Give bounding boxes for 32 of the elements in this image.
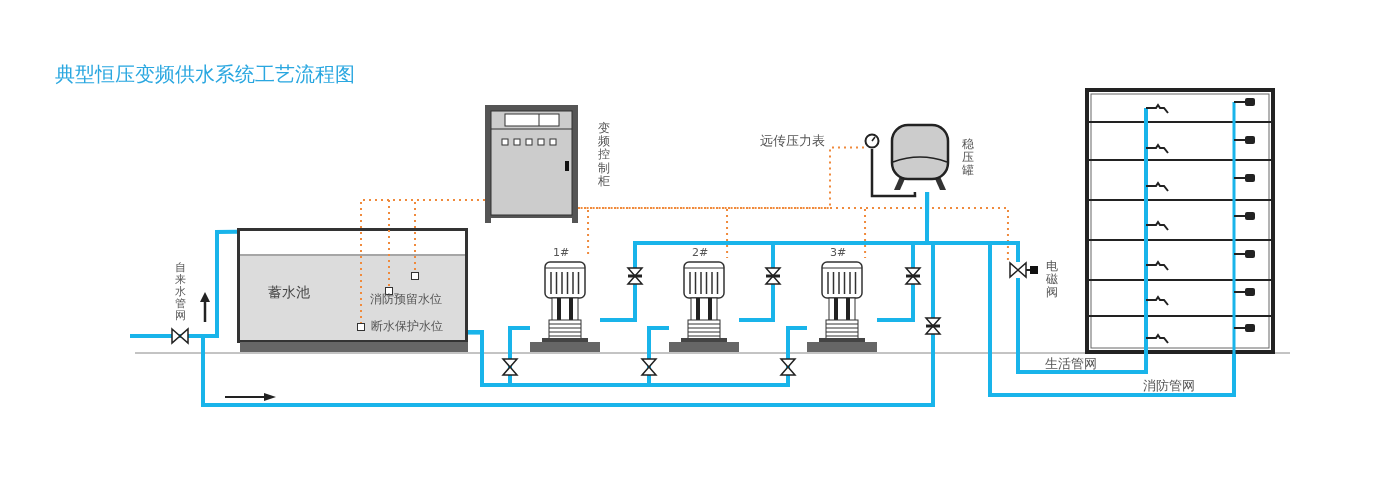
equipment-label: 变频控制柜 — [598, 122, 610, 188]
water-tank — [237, 228, 468, 352]
level-sensor — [357, 323, 365, 331]
pump-drawing — [807, 258, 877, 352]
control-cabinet-drawing — [485, 105, 578, 223]
pump-number: 1# — [553, 246, 570, 260]
pressure-gauge-icon — [864, 133, 880, 149]
sensor-label: 断水保护水位 — [371, 319, 443, 334]
solenoid-valve-icon — [1006, 262, 1038, 278]
building-drawing — [1085, 88, 1277, 354]
pipe-label: 消防管网 — [1143, 378, 1195, 394]
tank-label: 蓄水池 — [268, 284, 310, 301]
equipment-label: 远传压力表 — [760, 133, 825, 149]
level-sensor — [411, 272, 419, 280]
signal-line — [360, 199, 486, 324]
pressure-tube — [870, 149, 917, 198]
level-sensor — [385, 287, 393, 295]
equipment-label: 稳压罐 — [962, 138, 974, 178]
pipe-label: 生活管网 — [1045, 356, 1097, 372]
pump-drawing — [530, 258, 600, 352]
pump-number: 2# — [692, 246, 709, 260]
sensor-label: 消防预留水位 — [370, 292, 442, 307]
pipe-line — [201, 192, 935, 407]
diagram-title: 典型恒压变频供水系统工艺流程图 — [55, 62, 355, 86]
pipe-line — [1016, 278, 1149, 374]
pressure-tank-drawing — [888, 122, 952, 192]
pipe-line — [130, 229, 238, 338]
pump-number: 3# — [830, 246, 847, 260]
pump-drawing — [669, 258, 739, 352]
equipment-label: 电磁阀 — [1046, 260, 1058, 300]
pipe-label: 自来水管网 — [175, 262, 186, 323]
pipe-line — [467, 326, 807, 387]
